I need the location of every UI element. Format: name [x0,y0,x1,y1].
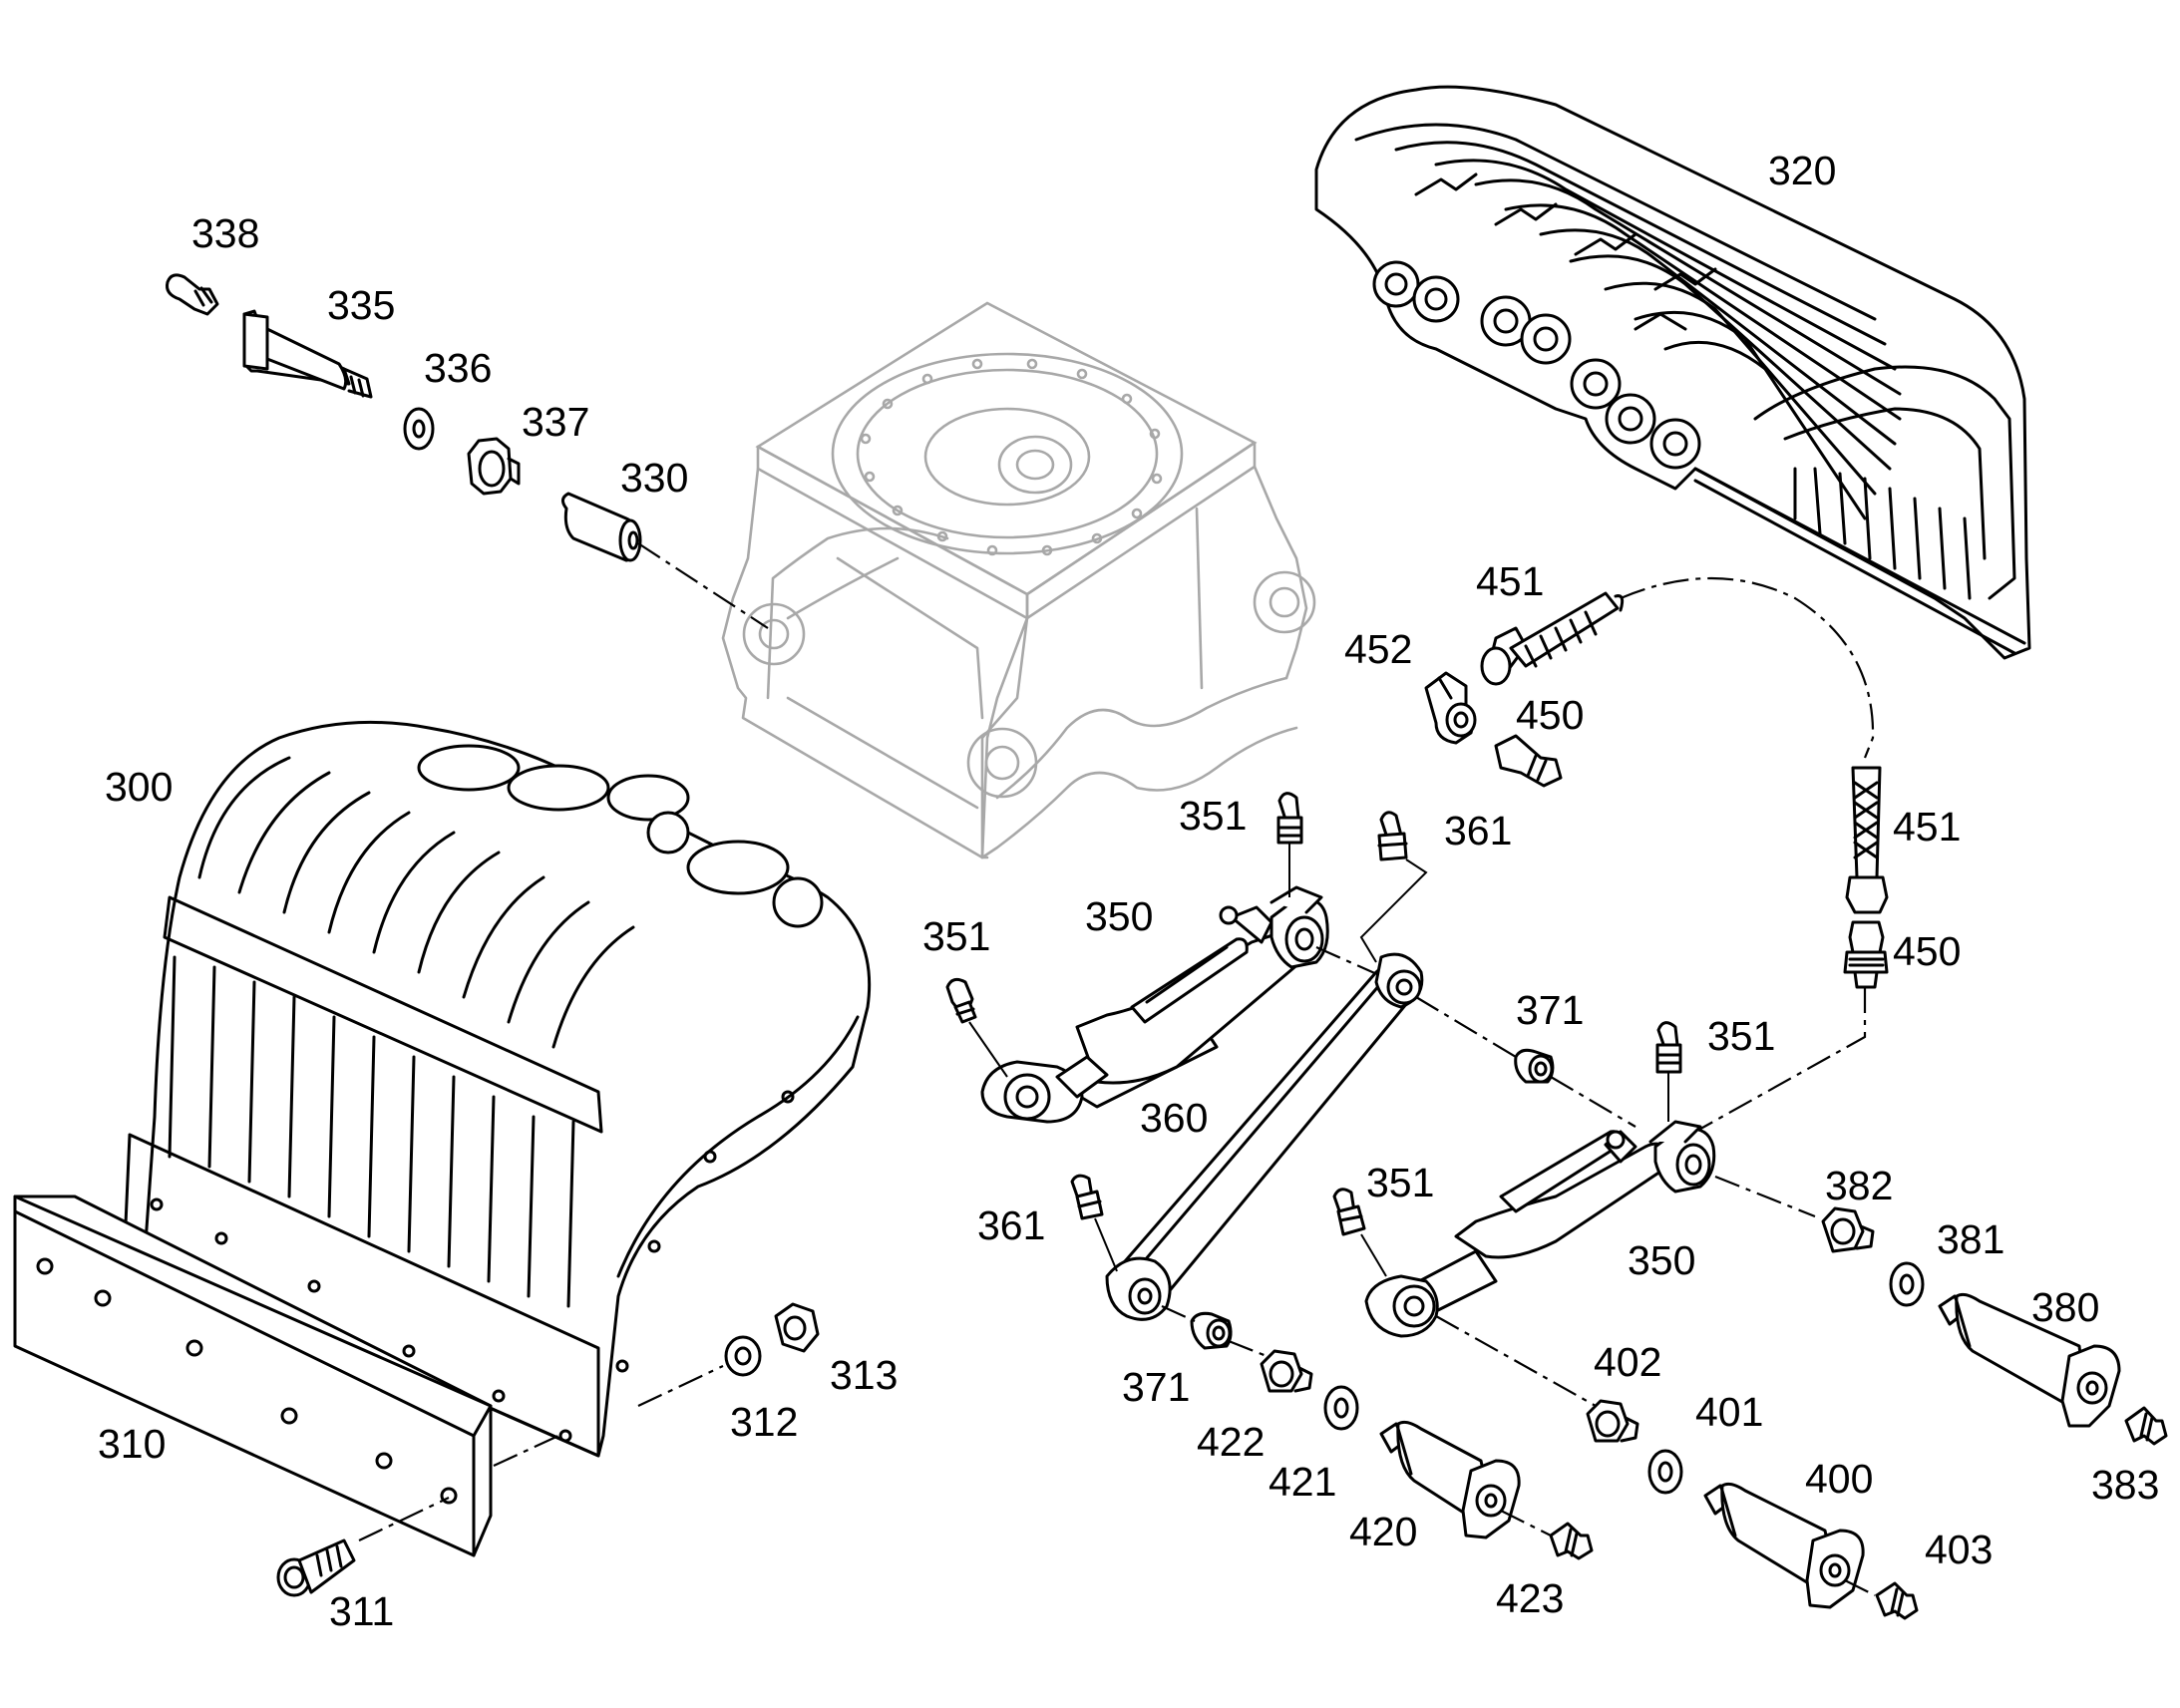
callout-label-330: 330 [620,455,688,501]
grease-nipple-361-a [1377,811,1408,861]
callout-label-360: 360 [1140,1095,1208,1141]
callout-label-336: 336 [424,345,492,391]
callout-label-450b: 450 [1893,928,1961,974]
axis-300-312 [637,1365,724,1407]
grease-nipple-351-a [945,977,977,1024]
axis-350-402 [1435,1315,1597,1407]
callout-label-311: 311 [329,1588,394,1634]
callout-label-423: 423 [1496,1575,1564,1621]
callout-label-371a: 371 [1516,987,1584,1033]
axis-link-422 [1161,1304,1196,1323]
callout-label-350b: 350 [1628,1237,1695,1283]
callout-label-351c: 351 [1707,1013,1775,1059]
washer-312 [724,1335,762,1377]
washer-421 [1323,1385,1359,1431]
callout-label-400: 400 [1805,1456,1873,1502]
callout-label-421: 421 [1269,1459,1336,1505]
grease-nipple-383 [2124,1406,2168,1446]
pin-335 [242,309,373,399]
axis-371-350 [1415,996,1517,1058]
callout-label-452: 452 [1344,626,1412,672]
adapter-450-right [1843,920,1889,989]
callout-label-361a: 361 [1444,808,1512,854]
callout-label-300: 300 [105,764,173,810]
hose-fitting-451-top [1480,591,1625,686]
callout-label-451a: 451 [1476,558,1544,604]
callout-label-351d: 351 [1366,1160,1434,1205]
pin-400 [1703,1482,1865,1609]
pin-420 [1379,1420,1521,1539]
jaw-300 [123,720,872,1458]
callout-label-371b: 371 [1122,1364,1190,1410]
callout-label-320: 320 [1768,148,1836,193]
hose-path-upper [1620,576,1875,759]
washer-401 [1647,1449,1683,1495]
callout-label-338: 338 [191,210,259,256]
link-360 [1105,952,1424,1321]
cylinder-350-upper [980,885,1329,1124]
hose-451-right [1845,766,1889,914]
nut-313 [774,1302,820,1353]
callout-label-422: 422 [1197,1419,1265,1465]
grease-nipple-338 [166,273,219,316]
axis-310-311 [358,1497,450,1541]
grease-nipple-361-b [1070,1174,1104,1220]
axis-300-310 [493,1435,559,1467]
bushing-371-b [1190,1311,1233,1350]
callout-label-350a: 350 [1085,893,1153,939]
nut-402 [1586,1399,1639,1443]
callout-label-312: 312 [730,1399,798,1445]
grease-nipple-351-d [1655,1021,1682,1074]
callout-label-382: 382 [1825,1163,1893,1208]
axis-335-330 [637,542,769,629]
blade-310 [13,1195,493,1557]
bushing-330 [561,492,642,562]
callout-label-313: 313 [830,1352,898,1398]
grease-nipple-351-b [1276,792,1303,845]
pin-380 [1938,1292,2121,1428]
elbow-fitting-452 [1424,671,1477,745]
callout-label-351b: 351 [922,913,990,959]
callout-label-450a: 450 [1516,692,1584,738]
washer-381 [1889,1261,1925,1307]
callout-label-361b: 361 [977,1202,1045,1248]
washer-336 [403,407,435,451]
bolt-311 [276,1538,356,1597]
adapter-450-top [1494,734,1563,788]
nut-422 [1260,1349,1313,1393]
callout-label-351a: 351 [1179,793,1247,839]
grease-nipple-403 [1875,1581,1919,1620]
hose-path-lower [1694,987,1867,1133]
callout-label-310: 310 [98,1421,166,1467]
callout-label-337: 337 [522,399,589,445]
rotator-housing [721,301,1316,859]
nut-337 [467,437,521,496]
callout-label-420: 420 [1349,1509,1417,1554]
axis-371-cyl [1550,1076,1636,1128]
axis-350-382 [1714,1175,1816,1218]
nut-382 [1821,1206,1875,1253]
callout-label-401: 401 [1695,1389,1763,1435]
callout-label-335: 335 [327,282,395,328]
grease-nipple-423 [1549,1522,1594,1560]
callout-label-402: 402 [1594,1339,1661,1385]
callout-label-383: 383 [2091,1462,2159,1508]
callout-label-403: 403 [1925,1527,1993,1572]
jaw-320 [1314,85,2031,660]
axis-420-423 [1500,1510,1552,1537]
bushing-371-a [1514,1048,1555,1084]
grease-nipple-351-c [1332,1188,1366,1236]
callout-labels: 338 335 336 337 330 320 451 452 450 300 351 361 451 3… [98,148,2159,1634]
callout-label-381: 381 [1937,1216,2004,1262]
callout-label-451b: 451 [1893,804,1961,850]
axis-371-422 [1228,1339,1268,1358]
callout-label-380: 380 [2031,1284,2099,1330]
axis-400-403 [1844,1579,1876,1596]
cylinder-350-lower [1364,1120,1716,1338]
